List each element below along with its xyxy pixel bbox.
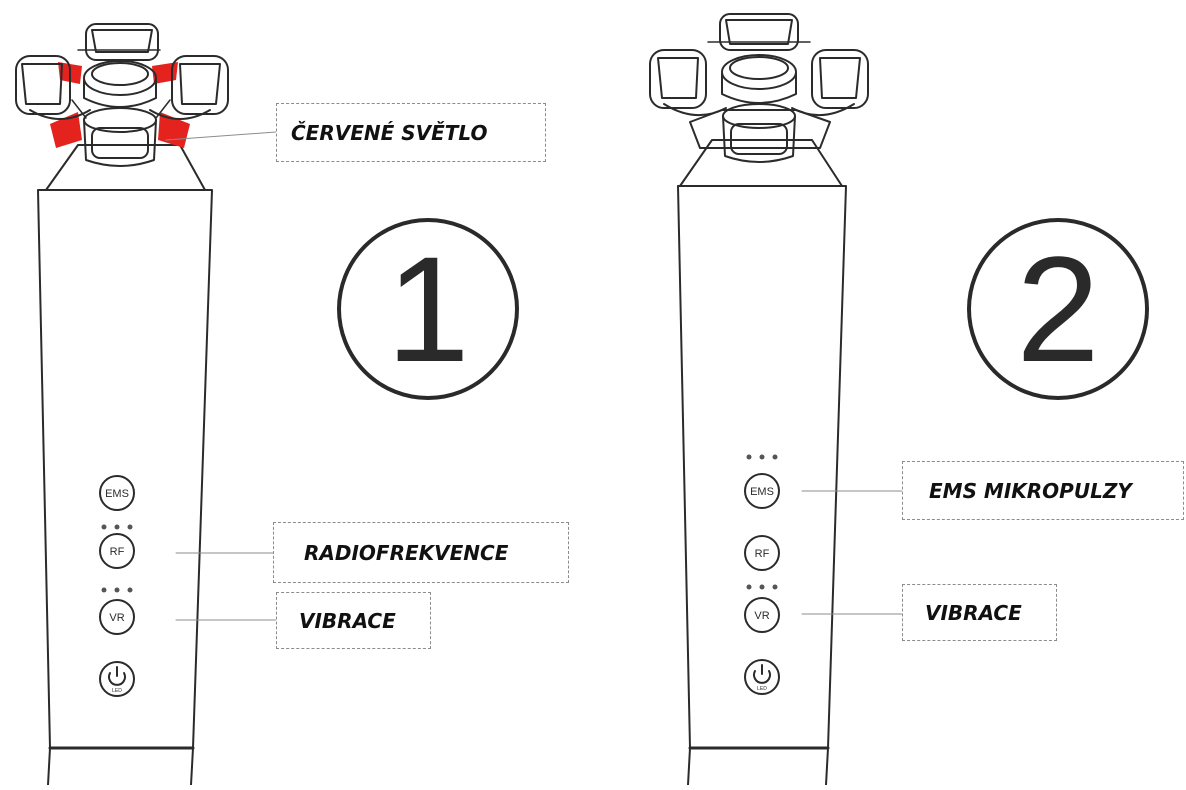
callout-vibration: VIBRACE bbox=[902, 584, 1057, 641]
callout-radiofrequency: RADIOFREKVENCE bbox=[273, 522, 569, 583]
device-neck bbox=[679, 139, 843, 187]
rf-button-label: RF bbox=[110, 546, 125, 558]
head-hub bbox=[649, 13, 869, 163]
leader-lines bbox=[165, 131, 277, 621]
step-number-2: 2 bbox=[1016, 225, 1100, 393]
callout-red-light: ČERVENÉ SVĚTLO bbox=[276, 103, 546, 162]
led-button-label: LED bbox=[757, 686, 767, 692]
step-1-circle bbox=[337, 218, 519, 400]
step-2-circle bbox=[967, 218, 1149, 400]
control-buttons bbox=[99, 475, 135, 697]
led-button-label: LED bbox=[112, 688, 122, 694]
control-buttons bbox=[744, 473, 780, 695]
callout-vibration: VIBRACE bbox=[276, 592, 431, 649]
leader-lines bbox=[801, 490, 903, 615]
vr-button-label: VR bbox=[109, 612, 124, 624]
device-2 bbox=[649, 13, 903, 786]
device-handle bbox=[677, 185, 847, 749]
indicator-dots bbox=[101, 524, 133, 593]
indicator-dots bbox=[746, 454, 778, 590]
rf-button-label: RF bbox=[755, 548, 770, 560]
step-number-1: 1 bbox=[386, 225, 470, 393]
ems-button-label: EMS bbox=[105, 488, 129, 500]
callout-ems-micropulses: EMS MIKROPULZY bbox=[902, 461, 1184, 520]
device-neck bbox=[45, 144, 206, 191]
ems-button-label: EMS bbox=[750, 486, 774, 498]
device-1 bbox=[15, 23, 277, 786]
head-hub bbox=[15, 23, 229, 167]
vr-button-label: VR bbox=[754, 610, 769, 622]
